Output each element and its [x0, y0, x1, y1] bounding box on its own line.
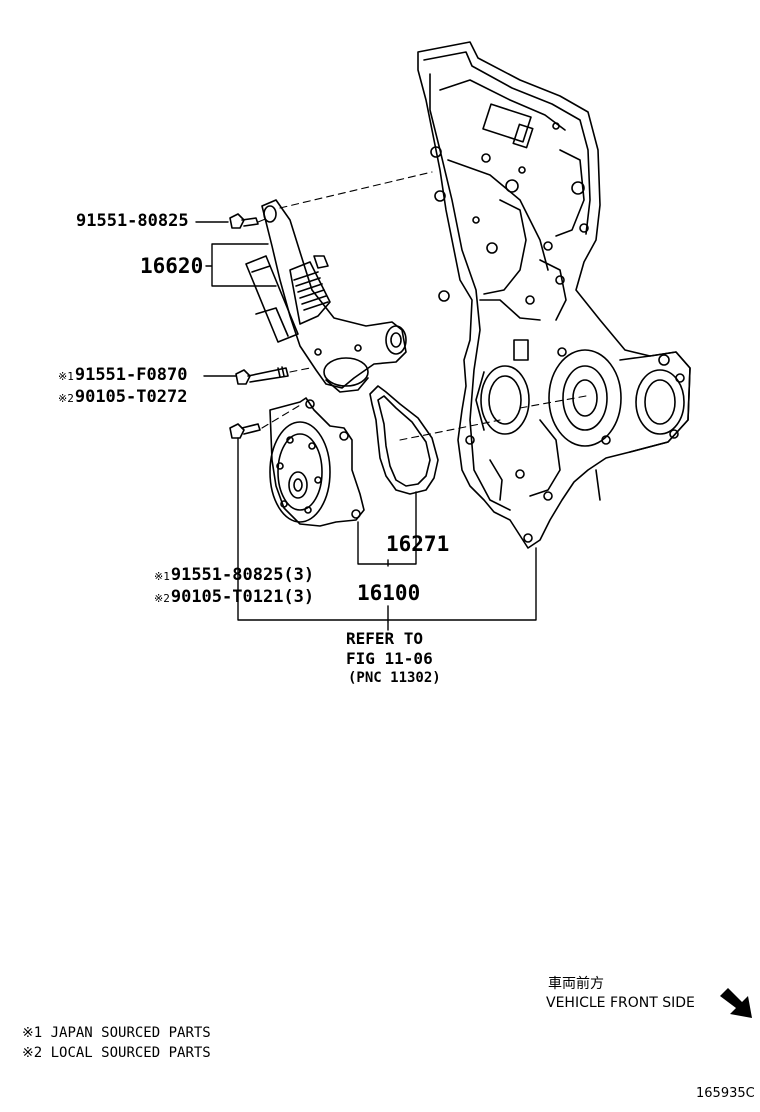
- callout-water-pump: 16100: [357, 581, 421, 605]
- part-number: 90105-T0272: [74, 387, 188, 407]
- mark-local: ※2: [58, 392, 74, 405]
- leader-lines: [195, 221, 537, 631]
- part-number: 91551-80825(3): [170, 565, 315, 585]
- callout-bolt-top: 91551-80825: [76, 211, 189, 231]
- direction-english: VEHICLE FRONT SIDE: [546, 995, 695, 1011]
- water-pump-assembly: [269, 397, 365, 527]
- callout-bolt-low-2: ※290105-T0121(3): [154, 589, 314, 606]
- bolt-91551-80825-top: [229, 213, 259, 229]
- mark-japan: ※1: [154, 570, 170, 583]
- callout-bolt-mid-1: ※191551-F0870: [58, 367, 187, 384]
- callout-bolt-mid-2: ※290105-T0272: [58, 389, 187, 406]
- legend-note-2: ※2 LOCAL SOURCED PARTS: [22, 1045, 211, 1061]
- alignment-lines: [257, 171, 587, 441]
- part-number: 91551-F0870: [74, 365, 188, 385]
- refer-line-1: REFER TO: [346, 629, 424, 648]
- direction-japanese: 車両前方: [548, 976, 604, 992]
- chain-tensioner-assembly: [245, 199, 407, 393]
- callout-bolt-low-1: ※191551-80825(3): [154, 567, 314, 584]
- bolt-91551-f0870: [235, 366, 289, 385]
- figure-id: 165935C: [696, 1086, 755, 1101]
- mark-japan: ※1: [58, 370, 74, 383]
- vehicle-front-arrow-icon: [720, 988, 752, 1018]
- refer-line-2: FIG 11-06: [346, 649, 433, 668]
- part-number: 90105-T0121(3): [170, 587, 315, 607]
- water-pump-gasket: [369, 385, 439, 495]
- bolt-91551-80825-pump: [229, 423, 261, 439]
- timing-chain-cover: [417, 41, 691, 549]
- mark-local: ※2: [154, 592, 170, 605]
- legend-note-1: ※1 JAPAN SOURCED PARTS: [22, 1025, 211, 1041]
- callout-gasket: 16271: [386, 532, 450, 556]
- callout-tensioner: 16620: [140, 254, 204, 278]
- refer-line-3: (PNC 11302): [348, 670, 441, 686]
